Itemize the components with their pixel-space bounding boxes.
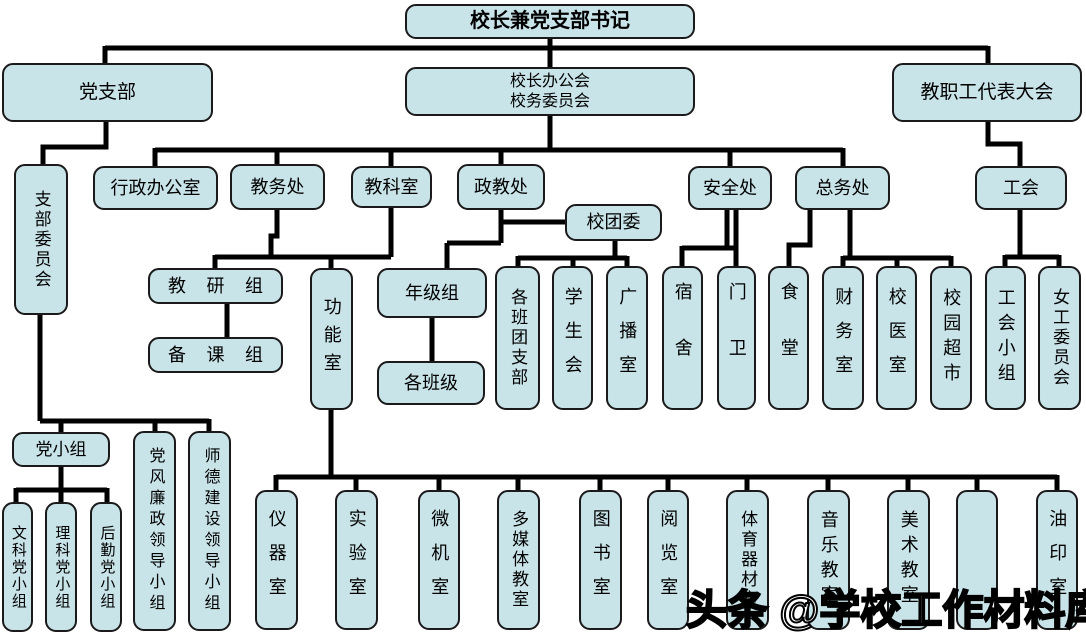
node-instrument-room: 仪器室 bbox=[255, 490, 298, 630]
node-liberal-arts-party-group: 文科党小组 bbox=[2, 502, 33, 632]
node-branch-committee: 支部委员会 bbox=[14, 164, 68, 315]
node-pe-equipment-room: 体育器材室 bbox=[726, 490, 769, 630]
general-affairs-branch bbox=[786, 208, 954, 268]
node-student-union: 学生会 bbox=[552, 266, 593, 410]
node-computer-room: 微机室 bbox=[418, 490, 460, 630]
node-unlabeled-room bbox=[956, 490, 998, 630]
node-reading-room: 阅览室 bbox=[647, 490, 689, 630]
node-dormitory: 宿舍 bbox=[662, 266, 703, 410]
node-staff-congress: 教职工代表大会 bbox=[892, 63, 1082, 122]
staff-congress-union-link bbox=[985, 120, 1023, 168]
node-labor-union: 工会 bbox=[975, 166, 1067, 210]
node-art-room: 美术教室 bbox=[887, 490, 930, 630]
node-broadcast-room: 广播室 bbox=[606, 266, 648, 410]
trunk-top bbox=[102, 36, 991, 69]
node-general-affairs-office: 总务处 bbox=[795, 166, 890, 210]
node-finance-office: 财务室 bbox=[822, 266, 864, 410]
party-branch-link bbox=[40, 120, 109, 166]
node-principal-party-secretary: 校长兼党支部书记 bbox=[405, 4, 695, 39]
node-political-education-office: 政教处 bbox=[457, 164, 545, 210]
node-laboratory: 实验室 bbox=[335, 490, 378, 630]
node-campus-store: 校园超市 bbox=[930, 266, 972, 410]
node-party-branch: 党支部 bbox=[2, 63, 213, 122]
node-women-committee: 女工委员会 bbox=[1038, 266, 1081, 410]
node-mimeograph-room: 油印室 bbox=[1036, 490, 1078, 630]
union-branch bbox=[1002, 208, 1062, 268]
node-library-room: 图书室 bbox=[579, 490, 622, 630]
node-ethics-leading-group: 师德建设领导小组 bbox=[188, 431, 231, 631]
watermark-text: 头条 @学校工作材料库 bbox=[685, 586, 1086, 634]
node-teaching-research-office: 教科室 bbox=[351, 166, 432, 208]
youth-league-branch bbox=[515, 239, 630, 268]
node-science-party-group: 理科党小组 bbox=[45, 502, 77, 632]
trunk-offices bbox=[152, 114, 846, 168]
node-union-groups: 工会小组 bbox=[985, 266, 1026, 410]
node-security-office: 安全处 bbox=[688, 166, 772, 210]
node-youth-league: 校团委 bbox=[565, 204, 662, 241]
node-teaching-research-group: 教研组 bbox=[148, 268, 283, 304]
node-academic-affairs-office: 教务处 bbox=[230, 164, 325, 210]
node-function-rooms: 功能室 bbox=[310, 268, 353, 410]
academic-affairs-branch bbox=[212, 206, 394, 270]
node-school-clinic: 校医室 bbox=[876, 266, 917, 410]
node-multimedia-room: 多媒体教室 bbox=[497, 490, 540, 630]
node-music-room: 音乐教室 bbox=[807, 490, 850, 630]
security-branch bbox=[679, 208, 739, 268]
node-admin-office: 行政办公室 bbox=[93, 166, 218, 210]
node-grade-group: 年级组 bbox=[377, 268, 487, 318]
branch-committee-branch bbox=[37, 313, 212, 434]
node-canteen: 食堂 bbox=[768, 266, 809, 410]
node-lesson-prep-group: 备课组 bbox=[148, 337, 283, 373]
node-classes: 各班级 bbox=[377, 361, 485, 405]
node-principal-office-meeting: 校长办公会 校务委员会 bbox=[405, 67, 695, 116]
political-education-branch bbox=[444, 208, 566, 270]
node-integrity-leading-group: 党风廉政领导小组 bbox=[133, 431, 176, 631]
function-rooms-trunk bbox=[273, 408, 1060, 492]
node-gate-guard: 门卫 bbox=[717, 266, 756, 410]
node-class-league-branches: 各班团支部 bbox=[495, 266, 540, 410]
party-group-branch bbox=[13, 465, 110, 504]
node-logistics-party-group: 后勤党小组 bbox=[90, 502, 122, 632]
node-party-groups: 党小组 bbox=[12, 432, 110, 467]
